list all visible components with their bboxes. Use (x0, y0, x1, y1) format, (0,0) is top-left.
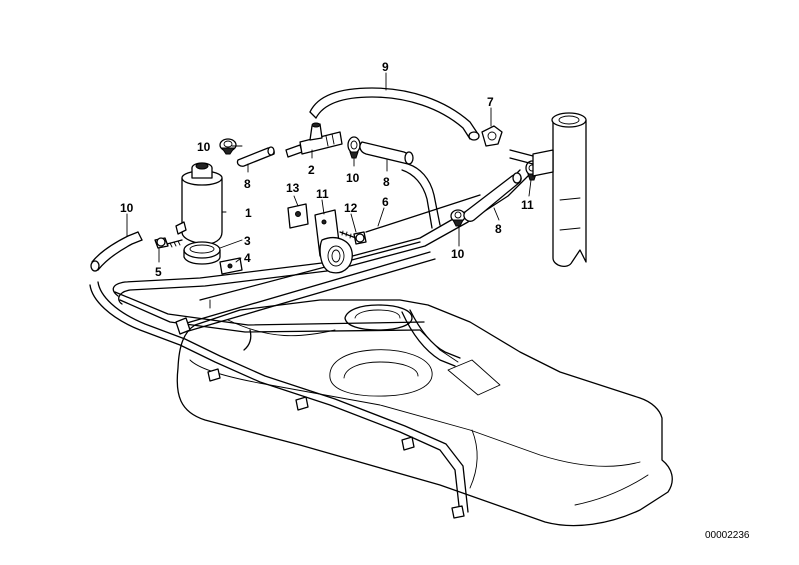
bolt-part-12 (339, 230, 367, 245)
callout-10-left: 10 (197, 140, 211, 154)
hose-clamp-10-a (219, 138, 237, 155)
hose-clamp-10-c (450, 209, 466, 227)
callout-8-middle: 8 (383, 175, 390, 189)
callout-8-left: 8 (244, 177, 251, 191)
hose-9-left (90, 231, 143, 272)
t-connector-part-2 (285, 122, 343, 158)
callout-4: 4 (244, 251, 251, 265)
callout-9-upper: 9 (382, 60, 389, 74)
callout-7: 7 (487, 95, 494, 109)
callout-labels: 9 7 10 8 2 10 8 1 3 4 5 10 13 11 12 6 10… (120, 60, 534, 279)
callout-13: 13 (286, 181, 300, 195)
callout-10-lower: 10 (451, 247, 465, 261)
hose-clamp-10-b (347, 136, 361, 159)
callout-3: 3 (244, 234, 251, 248)
leader-lines (126, 72, 532, 263)
screw-part-5 (154, 237, 183, 249)
callout-10-right: 11 (521, 198, 534, 212)
hose-8-right (463, 172, 522, 222)
pipe-part-6 (365, 194, 481, 233)
callout-1: 1 (245, 206, 252, 220)
bracket-part-13 (287, 203, 309, 229)
line-clips (175, 317, 465, 519)
canister-part-1 (175, 162, 223, 245)
callout-5: 5 (155, 265, 162, 279)
hose-9-upper (309, 87, 480, 141)
callout-2: 2 (308, 163, 315, 177)
clamp-part-3 (183, 241, 221, 265)
grommet-part-11 (314, 209, 353, 274)
callout-8-right: 8 (495, 222, 502, 236)
reference-number: 00002236 (705, 530, 750, 541)
callout-12: 12 (344, 201, 358, 215)
callout-9-left: 10 (120, 201, 134, 215)
fuel-line-bundle (89, 169, 529, 516)
hose-8-middle (359, 141, 441, 229)
callout-6: 6 (382, 195, 389, 209)
callout-11: 11 (316, 187, 329, 201)
callout-10-middle: 10 (346, 171, 360, 185)
filler-neck (509, 112, 587, 268)
hose-8-left (236, 146, 275, 167)
clip-part-7 (481, 125, 503, 147)
